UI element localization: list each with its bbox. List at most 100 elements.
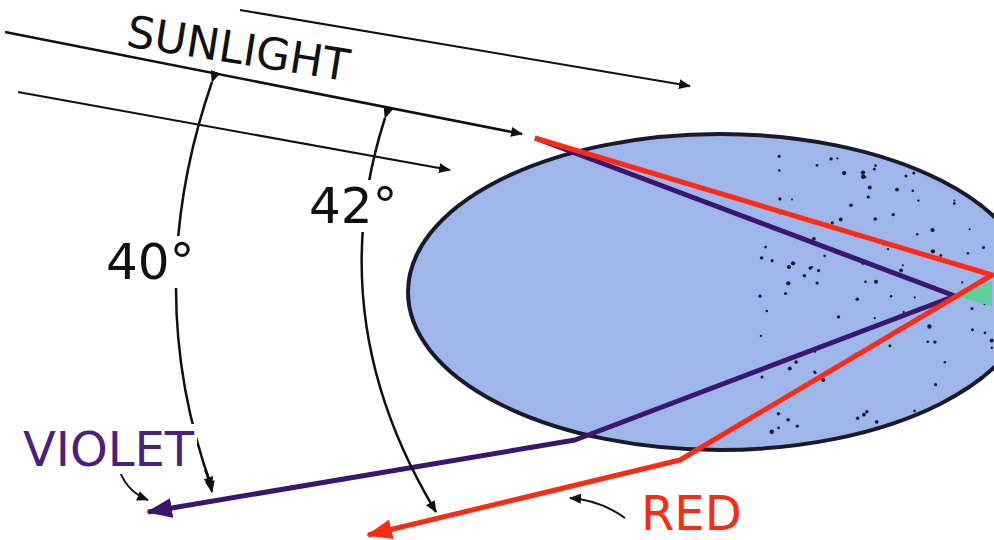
texture-dot xyxy=(927,324,931,328)
texture-dot xyxy=(837,315,840,318)
texture-dot xyxy=(791,261,795,265)
texture-dot xyxy=(813,371,816,374)
red-ray xyxy=(368,138,992,535)
texture-dot xyxy=(791,198,793,200)
texture-dot xyxy=(875,420,879,424)
texture-dot xyxy=(771,259,774,262)
texture-dot xyxy=(811,266,813,268)
texture-dot xyxy=(787,265,791,269)
texture-dot xyxy=(823,254,826,257)
texture-dot xyxy=(760,335,762,337)
texture-dot xyxy=(778,169,780,171)
texture-dot xyxy=(868,186,872,190)
texture-dot xyxy=(803,274,806,277)
texture-dot xyxy=(943,423,946,426)
texture-dot xyxy=(982,246,985,249)
texture-dot xyxy=(899,269,903,273)
texture-dot xyxy=(953,402,955,404)
texture-dot xyxy=(984,331,987,334)
texture-dot xyxy=(939,254,942,257)
texture-dot xyxy=(895,188,899,192)
texture-dot xyxy=(778,155,781,158)
texture-dot xyxy=(914,296,916,298)
violet-label: VIOLET xyxy=(20,424,197,474)
texture-dot xyxy=(985,426,989,430)
texture-dot xyxy=(778,197,781,200)
texture-dot xyxy=(777,412,780,415)
texture-dot xyxy=(912,171,915,174)
texture-dot xyxy=(786,418,790,422)
texture-dot xyxy=(913,410,916,413)
pointer xyxy=(570,498,625,518)
texture-dot xyxy=(777,427,780,430)
texture-dot xyxy=(916,233,918,235)
texture-dot xyxy=(874,280,878,284)
texture-dot xyxy=(934,383,937,386)
violet-ray xyxy=(148,138,955,512)
texture-dot xyxy=(817,269,820,272)
texture-dot xyxy=(931,249,935,253)
texture-dot xyxy=(990,339,994,343)
angle-label: 40° xyxy=(103,236,198,288)
texture-dot xyxy=(864,281,867,284)
texture-dot xyxy=(944,361,947,364)
texture-dot xyxy=(969,180,972,183)
texture-dot xyxy=(902,264,904,266)
texture-dot xyxy=(836,157,838,159)
texture-dot xyxy=(930,228,934,232)
texture-dot xyxy=(887,248,889,250)
texture-dot xyxy=(856,417,859,420)
texture-dot xyxy=(856,298,860,302)
texture-dot xyxy=(865,410,868,413)
red-label: RED xyxy=(638,488,745,538)
texture-dot xyxy=(873,217,877,221)
sun-ray xyxy=(18,92,450,170)
texture-dot xyxy=(865,438,869,442)
texture-dot xyxy=(867,195,870,198)
texture-dot xyxy=(849,203,853,207)
texture-dot xyxy=(831,221,834,224)
texture-dot xyxy=(961,281,963,283)
texture-dot xyxy=(888,344,891,347)
texture-dot xyxy=(796,424,799,427)
texture-dot xyxy=(980,389,983,392)
texture-dot xyxy=(905,174,908,177)
angle-arc xyxy=(362,118,436,512)
texture-dot xyxy=(969,228,971,230)
pointer xyxy=(120,472,148,500)
texture-dot xyxy=(890,295,892,297)
texture-dot xyxy=(766,310,769,313)
texture-dot xyxy=(816,281,819,284)
texture-dot xyxy=(786,281,790,285)
texture-dot xyxy=(862,413,866,417)
texture-dot xyxy=(861,170,865,174)
texture-dot xyxy=(829,157,832,160)
texture-dot xyxy=(874,317,876,319)
texture-dot xyxy=(794,360,798,364)
texture-dot xyxy=(953,202,956,205)
texture-dot xyxy=(971,328,974,331)
pointer xyxy=(205,470,212,492)
texture-dot xyxy=(842,171,846,175)
texture-dot xyxy=(991,347,993,349)
texture-dot xyxy=(873,168,876,171)
texture-dot xyxy=(927,341,930,344)
texture-dot xyxy=(839,441,843,445)
texture-dot xyxy=(816,164,819,167)
texture-dot xyxy=(760,256,763,259)
texture-dot xyxy=(770,430,774,434)
texture-dot xyxy=(935,426,938,429)
angle-label: 42° xyxy=(306,180,401,232)
texture-dot xyxy=(874,164,877,167)
texture-dot xyxy=(953,200,955,202)
texture-dot xyxy=(912,190,915,193)
drop-texture xyxy=(758,155,993,446)
texture-dot xyxy=(967,252,970,255)
raindrop xyxy=(408,134,994,450)
texture-dot xyxy=(861,175,865,179)
texture-dot xyxy=(758,295,761,298)
texture-dot xyxy=(788,367,792,371)
texture-dot xyxy=(892,213,895,216)
texture-dot xyxy=(761,375,764,378)
